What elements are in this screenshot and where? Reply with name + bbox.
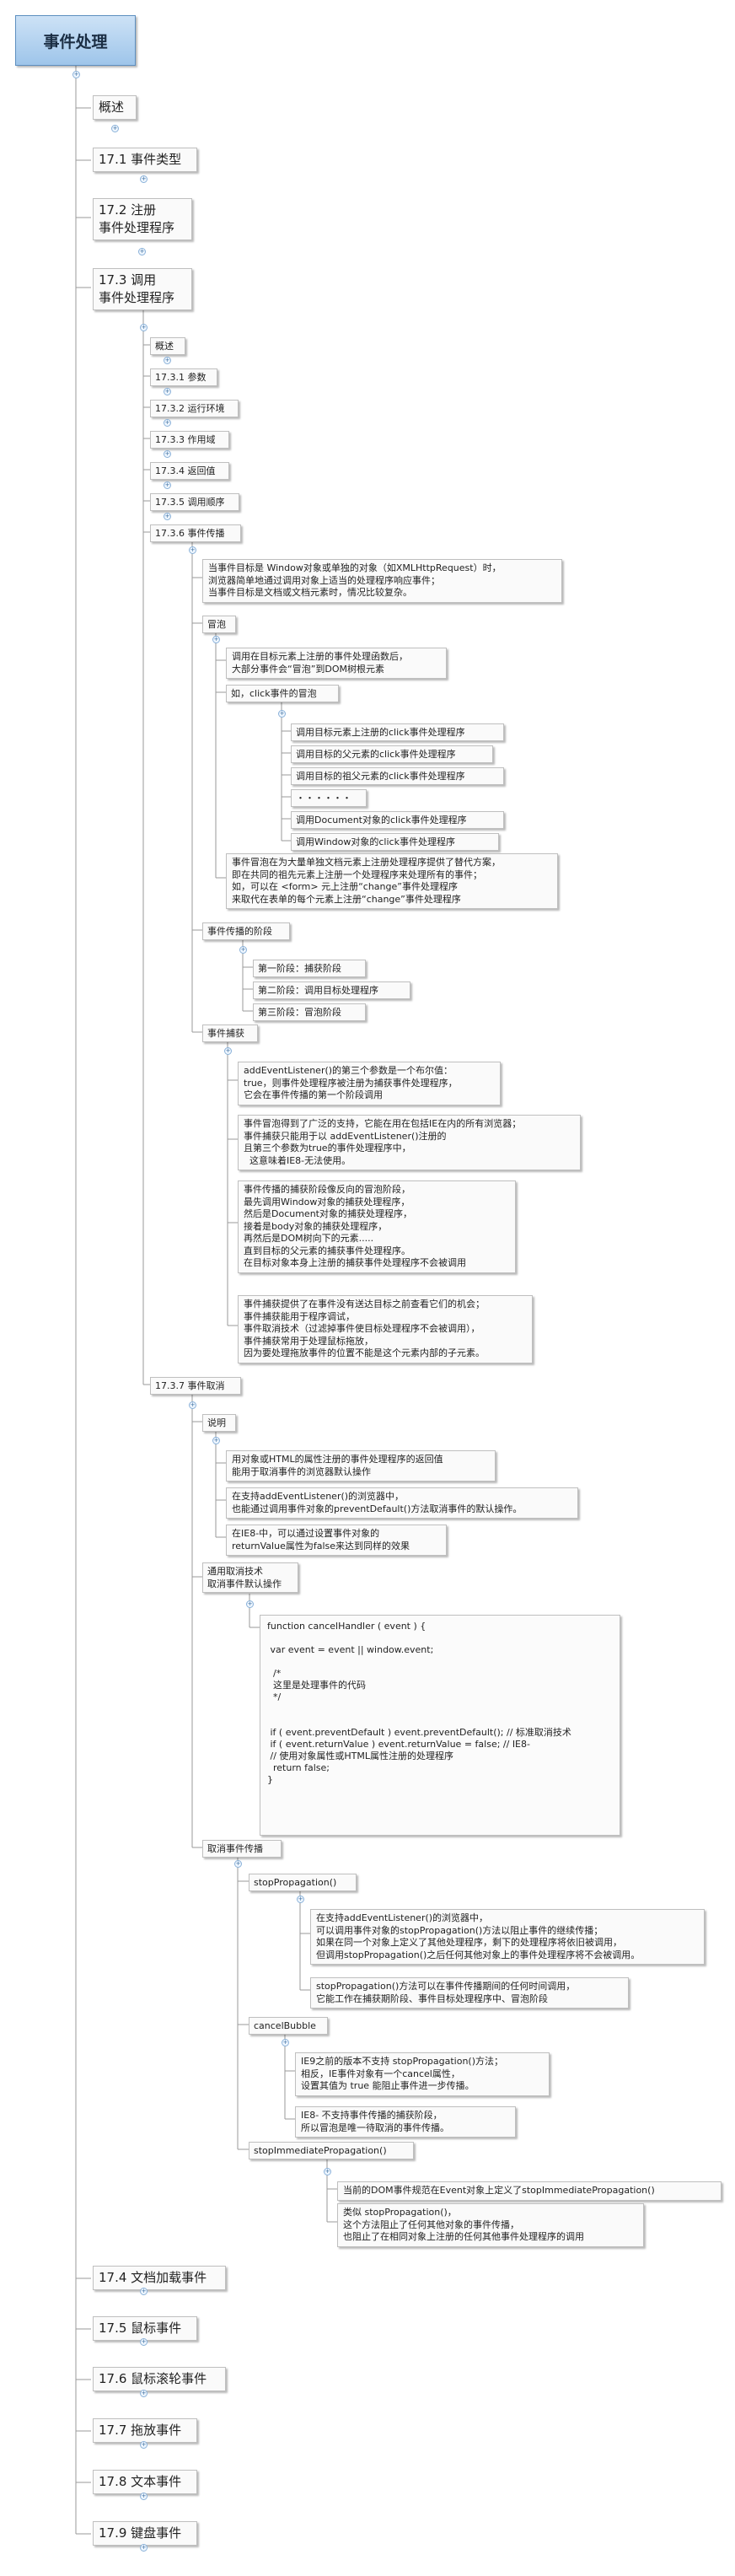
expand-icon[interactable]: + — [189, 1401, 196, 1409]
node-generic-cancel-technique[interactable]: 通用取消技术 取消事件默认操作 — [202, 1562, 298, 1593]
note-capture-third-argument[interactable]: addEventListener()的第三个参数是一个布尔值： true，则事件… — [238, 1062, 501, 1105]
expand-icon[interactable]: + — [234, 1860, 242, 1868]
expand-icon[interactable]: + — [140, 324, 148, 331]
item-parent-handler[interactable]: 调用目标的父元素的click事件处理程序 — [291, 745, 493, 763]
expand-icon[interactable]: + — [140, 2441, 148, 2449]
item-grandparent-handler[interactable]: 调用目标的祖父元素的click事件处理程序 — [291, 767, 504, 785]
item-window-handler[interactable]: 调用Window对象的click事件处理程序 — [291, 833, 499, 851]
note-ie8-return-value[interactable]: 在IE8-中，可以通过设置事件对象的 returnValue属性为false来达… — [226, 1525, 447, 1556]
expand-icon[interactable]: + — [246, 1600, 254, 1608]
expand-icon[interactable]: + — [164, 513, 171, 520]
expand-icon[interactable]: + — [164, 419, 171, 427]
node-17-8-text-events[interactable]: 17.8 文本事件 — [93, 2470, 197, 2494]
node-17-4-load-events[interactable]: 17.4 文档加载事件 — [93, 2266, 226, 2290]
expand-icon[interactable]: + — [138, 248, 146, 255]
expand-icon[interactable]: + — [212, 636, 220, 643]
note-stop-immediate-behavior[interactable]: 类似 stopPropagation()， 这个方法阻止了任何其他对象的事件传播… — [337, 2203, 644, 2247]
note-ie8-no-capture[interactable]: IE8- 不支持事件传播的捕获阶段， 所以冒泡是唯一待取消的事件传播。 — [295, 2106, 516, 2138]
note-bubbling-description[interactable]: 调用在目标元素上注册的事件处理函数后， 大部分事件会“冒泡”到DOM树根元素 — [226, 648, 447, 679]
node-stop-immediate-propagation[interactable]: stopImmediatePropagation() — [249, 2142, 414, 2159]
node-overview[interactable]: 概述 — [93, 95, 137, 120]
expand-icon[interactable]: + — [111, 125, 119, 132]
node-stop-propagation[interactable]: stopPropagation() — [249, 1874, 357, 1891]
item-target-handler[interactable]: 调用目标元素上注册的click事件处理程序 — [291, 723, 504, 741]
node-17-3-5-invocation-order[interactable]: 17.3.5 调用顺序 — [150, 493, 239, 511]
note-prevent-default[interactable]: 在支持addEventListener()的浏览器中， 也能通过调用事件对象的p… — [226, 1487, 578, 1519]
code-cancel-handler[interactable]: function cancelHandler ( event ) { var e… — [260, 1615, 620, 1836]
node-click-bubbling-example[interactable]: 如，click事件的冒泡 — [226, 685, 339, 702]
note-stop-propagation-usage[interactable]: 在支持addEventListener()的浏览器中， 可以调用事件对象的sto… — [310, 1909, 705, 1965]
expand-icon[interactable]: + — [164, 450, 171, 458]
note-stop-immediate-spec[interactable]: 当前的DOM事件规范在Event对象上定义了stopImmediatePropa… — [337, 2181, 722, 2201]
note-capture-order[interactable]: 事件传播的捕获阶段像反向的冒泡阶段， 最先调用Window对象的捕获处理程序， … — [238, 1180, 516, 1273]
node-17-2-register-handlers[interactable]: 17.2 注册 事件处理程序 — [93, 198, 192, 240]
node-event-capturing[interactable]: 事件捕获 — [202, 1024, 258, 1042]
note-return-value-cancel[interactable]: 用对象或HTML的属性注册的事件处理程序的返回值 能用于取消事件的浏览器默认操作 — [226, 1450, 496, 1482]
expand-icon[interactable]: + — [140, 2390, 148, 2397]
expand-icon[interactable]: + — [140, 2338, 148, 2346]
expand-icon[interactable]: + — [140, 175, 148, 183]
expand-icon[interactable]: + — [164, 481, 171, 489]
node-17-9-keyboard-events[interactable]: 17.9 键盘事件 — [93, 2521, 197, 2546]
item-document-handler[interactable]: 调用Document对象的click事件处理程序 — [291, 811, 504, 829]
note-capture-support[interactable]: 事件冒泡得到了广泛的支持，它能在用在包括IE在内的所有浏览器； 事件捕获只能用于… — [238, 1115, 581, 1170]
note-capture-uses[interactable]: 事件捕获提供了在事件没有送达目标之前查看它们的机会； 事件捕获能用于程序调试， … — [238, 1295, 533, 1363]
expand-icon[interactable]: + — [278, 710, 286, 718]
expand-icon[interactable]: + — [164, 357, 171, 364]
node-cancel-propagation[interactable]: 取消事件传播 — [202, 1840, 282, 1858]
expand-icon[interactable]: + — [224, 1047, 232, 1055]
node-bubbling[interactable]: 冒泡 — [202, 616, 236, 633]
expand-icon[interactable]: + — [140, 2544, 148, 2552]
node-explanation[interactable]: 说明 — [202, 1414, 236, 1432]
item-phase-2-target[interactable]: 第二阶段：调用目标处理程序 — [253, 981, 410, 999]
item-ellipsis[interactable]: ・・・・・・ — [291, 789, 367, 807]
expand-icon[interactable]: + — [239, 946, 247, 954]
node-17-1-event-types[interactable]: 17.1 事件类型 — [93, 148, 197, 172]
node-17-3-2-context[interactable]: 17.3.2 运行环境 — [150, 400, 239, 417]
expand-icon[interactable]: + — [212, 1437, 220, 1444]
note-stop-propagation-timing[interactable]: stopPropagation()方法可以在事件传播期间的任何时间调用， 它能工… — [310, 1977, 629, 2009]
expand-icon[interactable]: + — [324, 2168, 331, 2175]
node-17-3-1-arguments[interactable]: 17.3.1 参数 — [150, 368, 217, 386]
root-topic[interactable]: 事件处理 — [15, 15, 136, 66]
note-cancel-bubble-ie[interactable]: IE9之前的版本不支持 stopPropagation()方法； 相反，IE事件… — [295, 2052, 550, 2096]
expand-icon[interactable]: + — [297, 1896, 304, 1903]
node-17-3-3-scope[interactable]: 17.3.3 作用域 — [150, 431, 229, 449]
note-propagation-intro[interactable]: 当事件目标是 Window对象或单独的对象（如XMLHttpRequest）时，… — [202, 559, 562, 603]
node-17-3-overview[interactable]: 概述 — [150, 337, 185, 355]
expand-icon[interactable]: + — [140, 2288, 148, 2295]
note-bubbling-alternative[interactable]: 事件冒泡在为大量单独文档元素上注册处理程序提供了替代方案， 即在共同的祖先元素上… — [226, 853, 558, 909]
expand-icon[interactable]: + — [282, 2039, 289, 2046]
node-17-5-mouse-events[interactable]: 17.5 鼠标事件 — [93, 2316, 197, 2341]
node-17-3-4-return-value[interactable]: 17.3.4 返回值 — [150, 462, 229, 480]
expand-icon[interactable]: + — [72, 71, 80, 78]
node-cancel-bubble[interactable]: cancelBubble — [249, 2017, 328, 2035]
expand-icon[interactable]: + — [164, 388, 171, 395]
node-17-7-drag-drop-events[interactable]: 17.7 拖放事件 — [93, 2418, 197, 2443]
node-17-6-mousewheel-events[interactable]: 17.6 鼠标滚轮事件 — [93, 2367, 226, 2391]
node-propagation-phases[interactable]: 事件传播的阶段 — [202, 922, 290, 940]
expand-icon[interactable]: + — [140, 2493, 148, 2500]
node-17-3-invoke-handlers[interactable]: 17.3 调用 事件处理程序 — [93, 268, 192, 310]
expand-icon[interactable]: + — [189, 546, 196, 554]
node-17-3-6-event-propagation[interactable]: 17.3.6 事件传播 — [150, 524, 241, 542]
node-17-3-7-event-cancellation[interactable]: 17.3.7 事件取消 — [150, 1377, 241, 1395]
item-phase-3-bubble[interactable]: 第三阶段：冒泡阶段 — [253, 1003, 366, 1021]
item-phase-1-capture[interactable]: 第一阶段：捕获阶段 — [253, 960, 366, 977]
